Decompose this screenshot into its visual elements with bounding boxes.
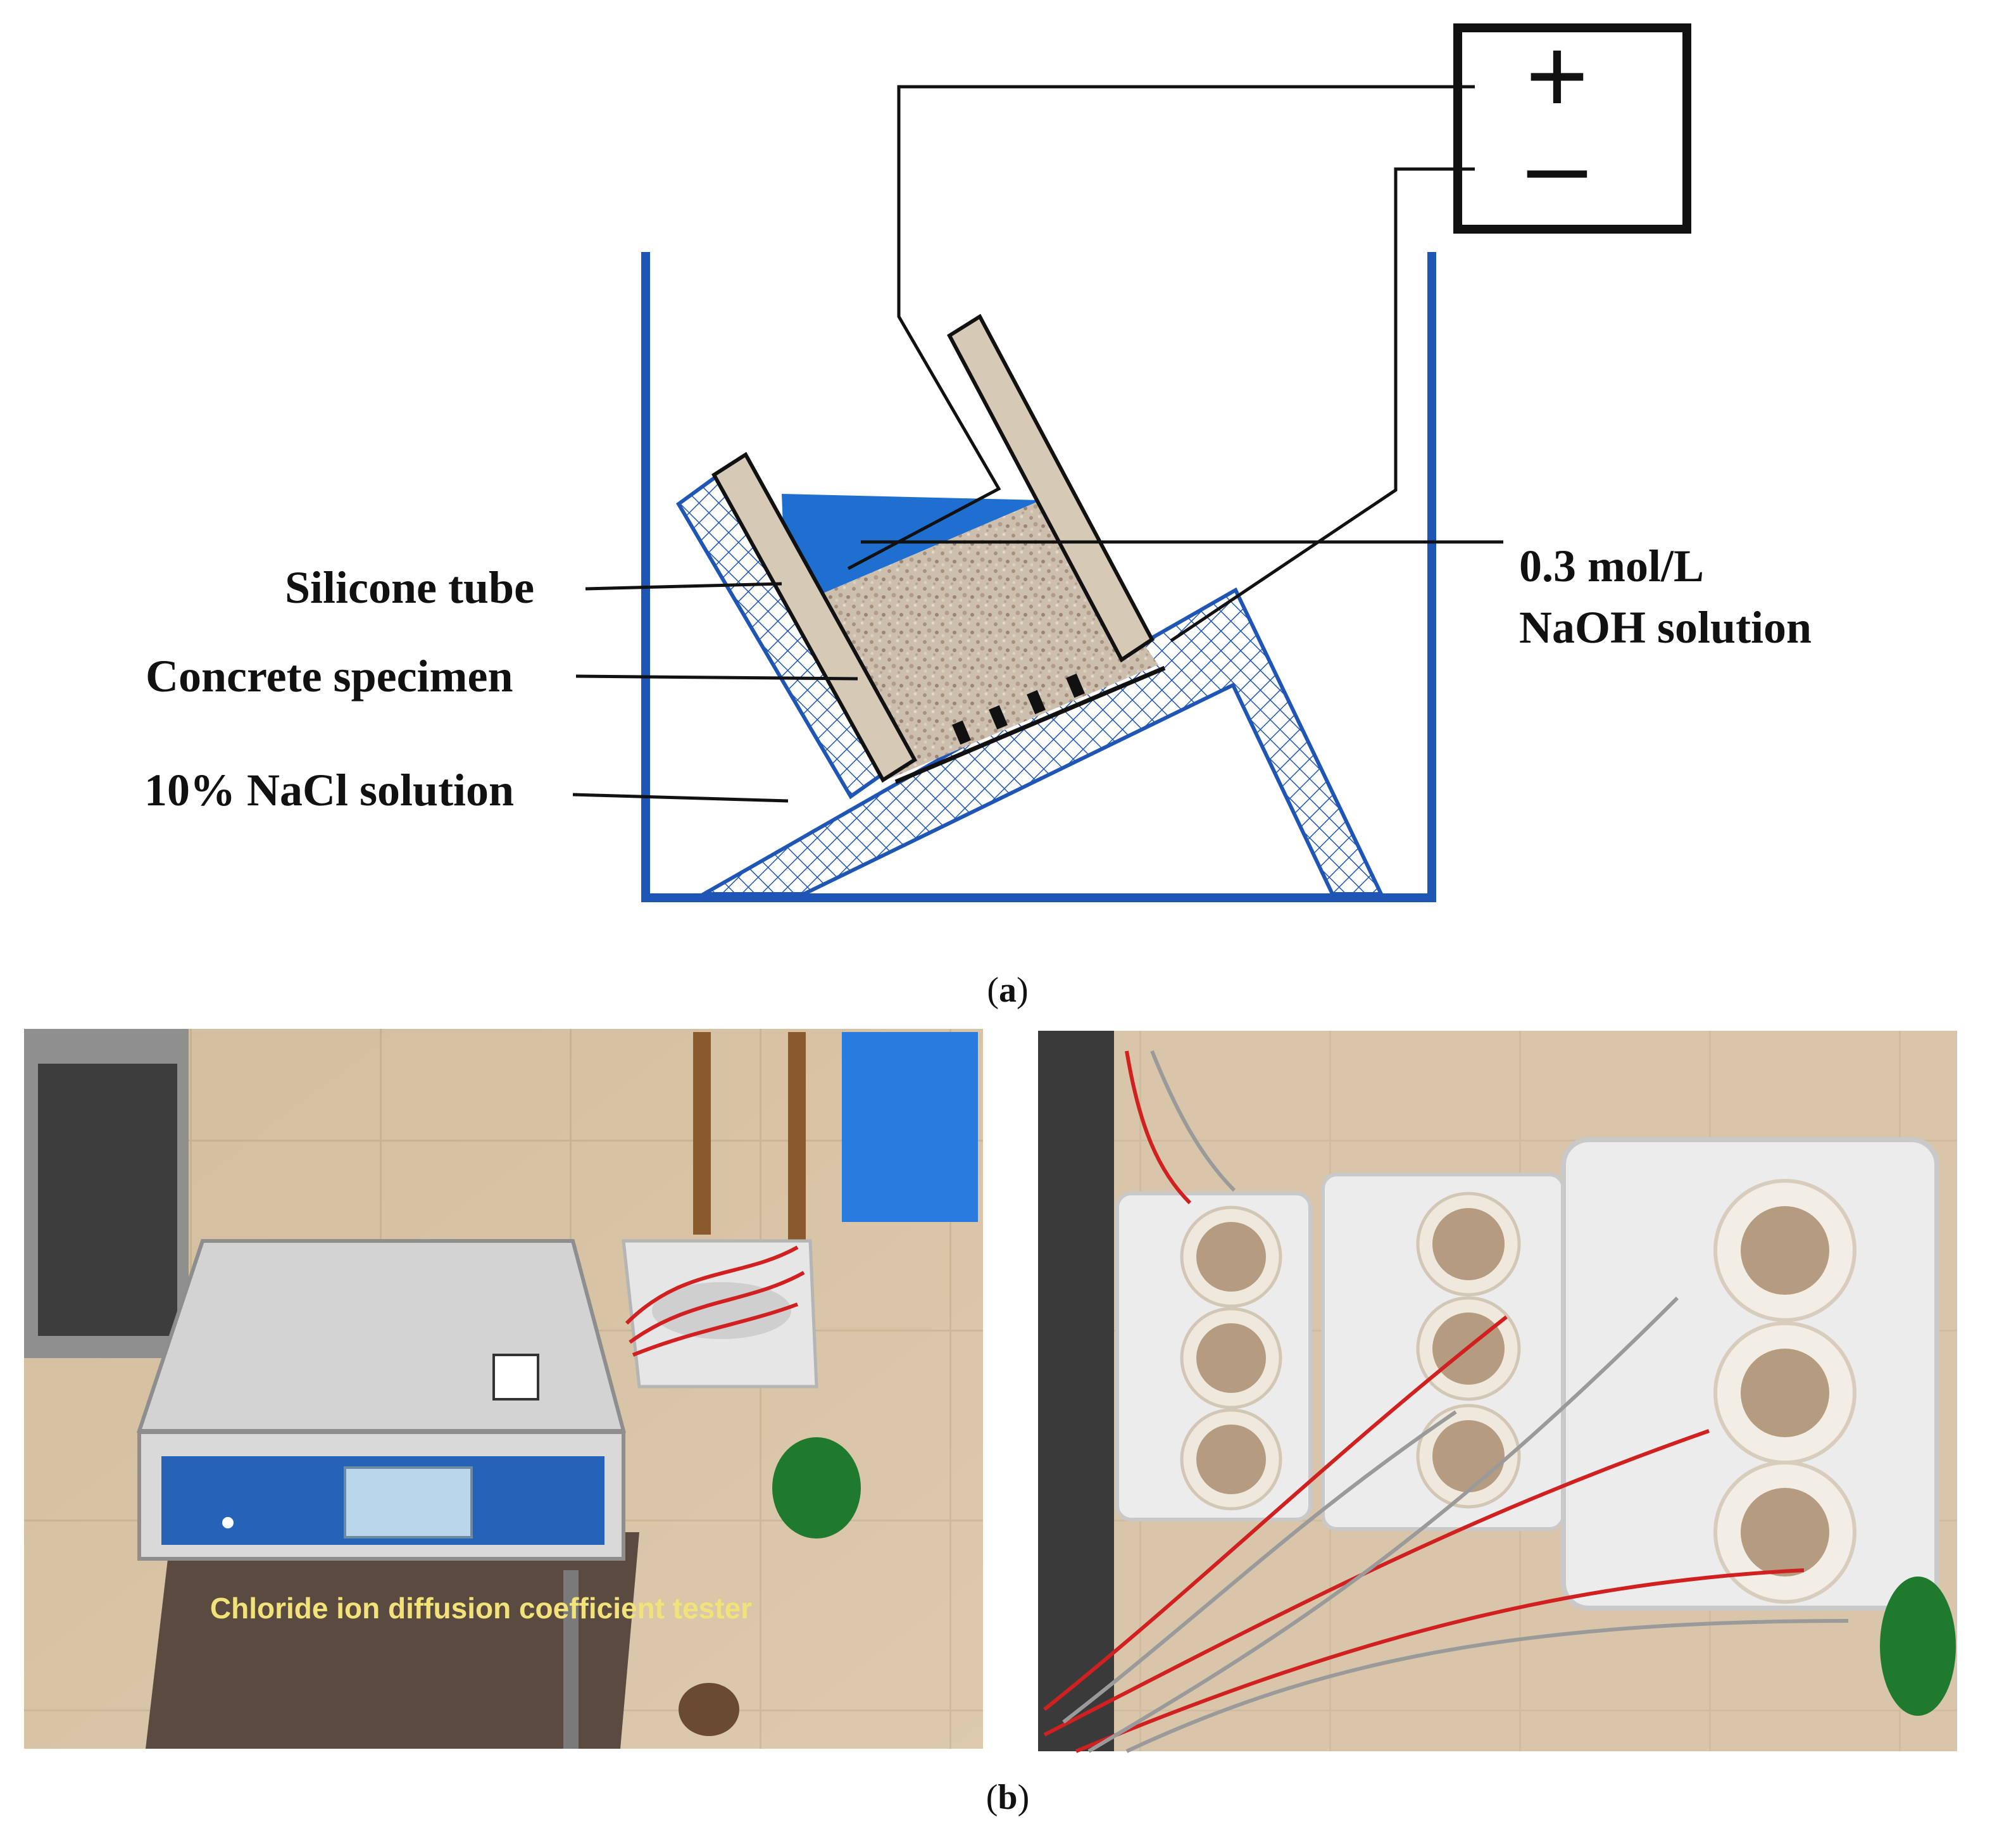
tester-qr-code	[492, 1354, 539, 1401]
silicone-tube-right-wall	[947, 313, 1155, 663]
photo-left-stool	[146, 1532, 639, 1749]
photo-left-tester: Chloride ion diffusion coefficient teste…	[24, 1029, 983, 1749]
photo-left-green-cloth	[772, 1437, 861, 1539]
photo-left-specimen-box	[622, 1239, 818, 1388]
positive-wire	[847, 85, 1475, 570]
caption-b: (b)	[986, 1778, 1029, 1817]
container-left	[1115, 1192, 1312, 1521]
power-supply: + –	[1453, 16, 1691, 234]
positive-terminal-symbol: +	[1525, 16, 1588, 136]
tester-power-switch-icon	[222, 1517, 234, 1528]
photo-right-dark-edge	[1038, 1031, 1114, 1751]
caption-a: (a)	[987, 971, 1028, 1010]
concrete-specimen-leader	[575, 674, 858, 681]
label-naoh-concentration: 0.3 mol/L	[1519, 541, 1704, 591]
power-supply-box	[1453, 23, 1691, 234]
photo-right-setup-overhead	[1038, 1031, 1957, 1753]
tank-wall	[641, 252, 1436, 902]
tester-top-panel	[136, 1239, 626, 1433]
caption-a-letter: a	[999, 971, 1017, 1010]
naoh-solution-region	[782, 494, 1041, 609]
negative-wire	[1170, 167, 1475, 643]
container-middle	[1321, 1173, 1565, 1531]
label-silicone-tube: Silicone tube	[285, 562, 534, 613]
container-right	[1561, 1137, 1939, 1611]
electrode-blocks	[952, 673, 1085, 745]
label-concrete-specimen: Concrete specimen	[146, 651, 513, 702]
tester-overlay-label: Chloride ion diffusion coefficient teste…	[210, 1592, 752, 1625]
photo-left-chair-leg-1	[693, 1032, 711, 1235]
photo-right-green-cloth	[1880, 1577, 1956, 1716]
photo-left-specimen-disc	[679, 1683, 739, 1736]
photo-left-blue-crate	[842, 1032, 978, 1222]
label-nacl-solution: 10% NaCl solution	[144, 765, 514, 815]
cathode-mesh-electrode	[894, 665, 1166, 784]
caption-b-letter: b	[998, 1778, 1017, 1817]
test-cables	[1043, 1050, 1849, 1753]
chloride-ion-tester-device	[136, 1239, 626, 1561]
label-naoh-solution: NaOH solution	[1519, 602, 1812, 653]
silicone-tube-leader	[585, 582, 782, 591]
mesh-triangle-support	[696, 587, 1384, 896]
negative-terminal-symbol: –	[1527, 104, 1587, 225]
tester-lcd-screen	[344, 1466, 473, 1539]
nacl-solution-leader	[572, 793, 789, 803]
schematic-diagram: + – Silic	[144, 16, 1812, 902]
photo-left-chair-leg-2	[788, 1032, 806, 1241]
